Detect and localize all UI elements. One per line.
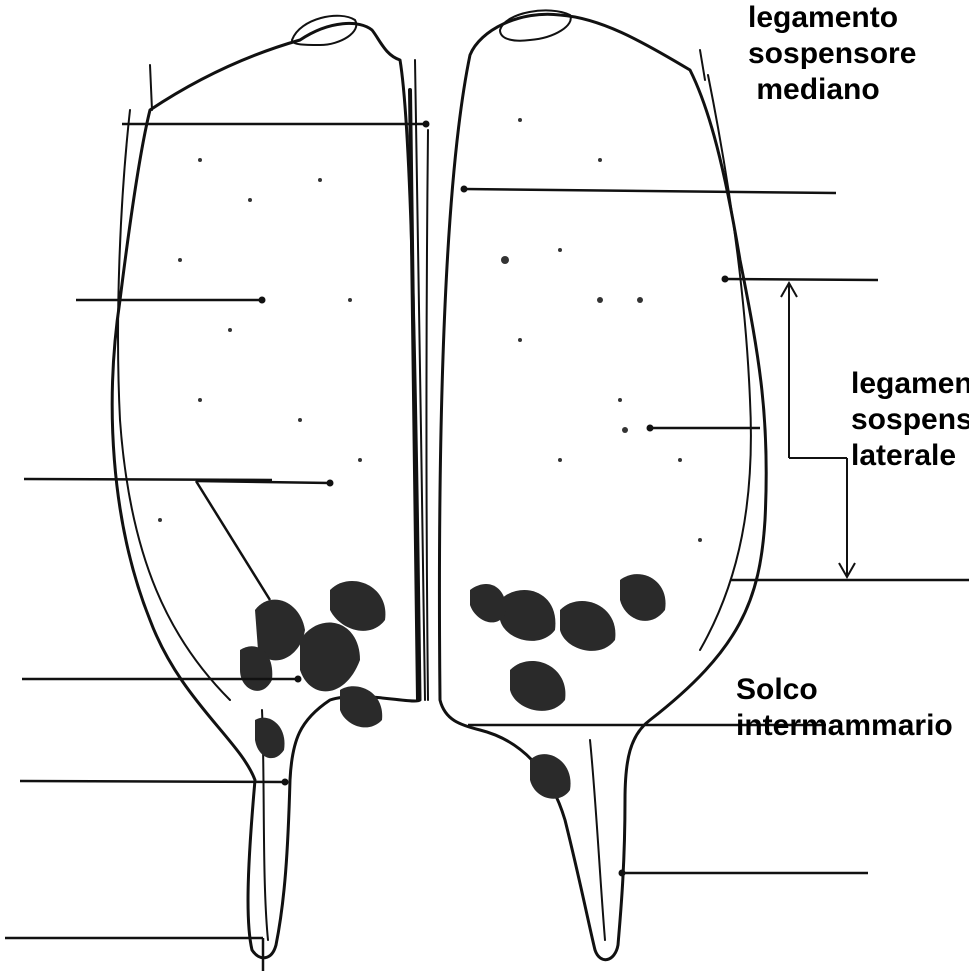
gland-cistern-shading [240, 574, 666, 799]
median-label-line-3: mediano [748, 72, 969, 108]
left-quarter-outline [112, 23, 420, 957]
median-suspensory-ligament-label: legamento sospensore mediano [748, 0, 969, 108]
intermammary-groove-label: Solco intermammario [736, 672, 969, 744]
tissue-texture [158, 118, 702, 542]
right-quarter-outline [439, 14, 766, 959]
lateral-label-line-1: legamento [851, 366, 969, 402]
leader-lines [5, 124, 969, 971]
groove-label-line-1: Solco [736, 672, 969, 708]
median-label-line-1: legamento [748, 0, 969, 36]
median-label-line-2: sospensore [748, 36, 969, 72]
lateral-ligament-bracket [789, 285, 847, 575]
lateral-suspensory-ligament-label: legamento sospensore laterale [851, 366, 969, 474]
lateral-label-line-2: sospensore [851, 402, 969, 438]
lateral-label-line-3: laterale [851, 438, 969, 474]
groove-label-line-2: intermammario [736, 708, 969, 744]
